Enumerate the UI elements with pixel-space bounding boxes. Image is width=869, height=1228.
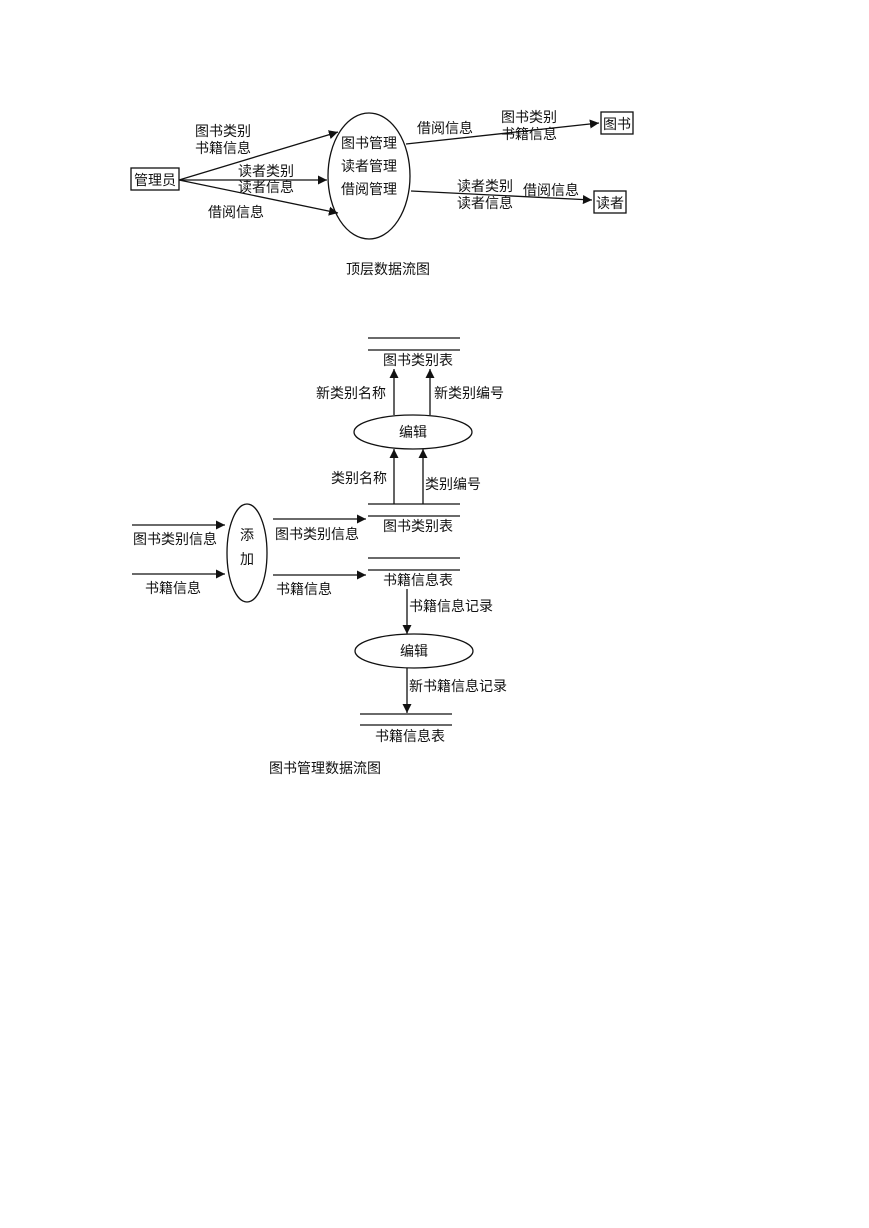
store-book-mid: 书籍信息表	[368, 557, 460, 589]
flow-label-admin-middle-1: 读者类别	[238, 163, 294, 180]
flow-to-readers	[410, 190, 593, 205]
entity-admin-label: 管理员	[134, 173, 176, 189]
caption-top-diagram: 顶层数据流图	[346, 262, 430, 278]
flow-label-to-books-right-1: 图书类别	[501, 110, 557, 126]
flow-label-to-readers-left-1: 读者类别	[457, 178, 513, 195]
flow-label-admin-upper-2: 书籍信息	[195, 140, 251, 157]
entity-readers-label: 读者	[596, 195, 624, 212]
store-category-top: 图书类别表	[368, 337, 460, 369]
process-edit-book: 编辑	[354, 633, 474, 669]
flow-label-to-readers-left-2: 读者信息	[457, 195, 513, 212]
flow-label-new-book-record: 新书籍信息记录	[409, 678, 507, 695]
process-line-1: 图书管理	[341, 136, 397, 152]
process-edit-category-label: 编辑	[399, 425, 427, 441]
flow-label-admin-upper-1: 图书类别	[195, 124, 251, 140]
store-category-mid-label: 图书类别表	[383, 519, 453, 535]
flow-label-out-book-info: 书籍信息	[276, 581, 332, 598]
flow-to-books	[405, 119, 600, 145]
process-line-2: 读者管理	[341, 158, 397, 175]
flow-label-book-record: 书籍信息记录	[409, 598, 493, 615]
flow-label-in-book-info: 书籍信息	[145, 580, 201, 597]
flow-label-out-category-info: 图书类别信息	[275, 526, 359, 543]
store-category-mid: 图书类别表	[368, 503, 460, 535]
process-add: 添 加	[226, 503, 268, 603]
caption-book-diagram: 图书管理数据流图	[269, 761, 381, 777]
process-central: 图书管理 读者管理 借阅管理	[327, 112, 411, 240]
flow-label-category-name: 类别名称	[331, 471, 387, 487]
entity-admin: 管理员	[130, 167, 180, 191]
entity-books-label: 图书	[603, 117, 631, 133]
flow-label-admin-lower: 借阅信息	[208, 204, 264, 221]
flow-admin-lower	[178, 179, 339, 216]
flow-label-in-category-info: 图书类别信息	[133, 531, 217, 548]
flow-label-new-category-no: 新类别编号	[434, 386, 504, 402]
store-category-top-label: 图书类别表	[383, 353, 453, 369]
flow-label-admin-middle-2: 读者信息	[238, 179, 294, 196]
flow-label-to-books-right-2: 书籍信息	[501, 126, 557, 143]
flow-label-new-category-name: 新类别名称	[316, 386, 386, 402]
process-line-3: 借阅管理	[341, 182, 397, 198]
process-add-label-2: 加	[240, 552, 254, 568]
book-management-diagram: 图书类别表 编辑 新类别名称 新类别编号 类别名称 类别编号 图书类别表 添 加	[132, 337, 507, 777]
entity-readers: 读者	[593, 190, 627, 214]
flow-label-category-no: 类别编号	[425, 477, 481, 493]
top-level-diagram: 管理员 图书管理 读者管理 借阅管理 图书类别 书籍信息 读者类别 读者信息 借…	[130, 110, 634, 278]
flow-admin-upper	[178, 130, 339, 181]
store-book-mid-label: 书籍信息表	[383, 572, 453, 589]
entity-books: 图书	[600, 111, 634, 135]
flow-label-to-books-left: 借阅信息	[417, 120, 473, 137]
process-edit-category: 编辑	[353, 414, 473, 450]
flow-label-to-readers-right: 借阅信息	[523, 182, 579, 199]
store-book-bottom: 书籍信息表	[360, 713, 452, 745]
process-add-label-1: 添	[240, 528, 254, 544]
process-edit-book-label: 编辑	[400, 644, 428, 660]
store-book-bottom-label: 书籍信息表	[375, 728, 445, 745]
